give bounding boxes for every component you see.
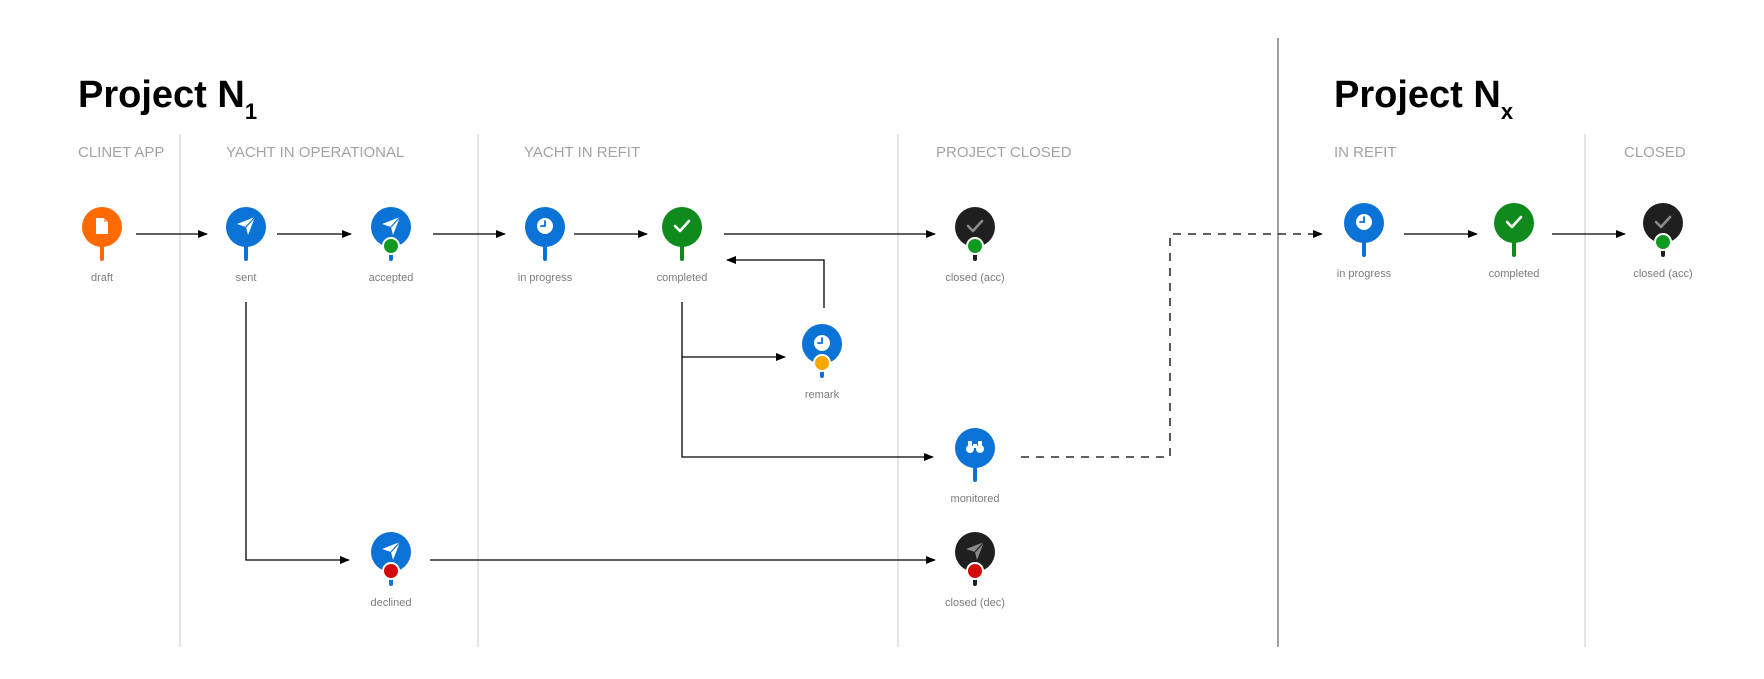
clock-icon [537,218,553,234]
node-in-progress-1[interactable]: in progress [518,207,573,284]
document-icon [96,218,108,234]
checkmark-icon [966,219,984,233]
node-label: declined [371,597,412,609]
node-declined[interactable]: declined [371,532,412,609]
node-accepted[interactable]: accepted [369,207,414,284]
node-label: in progress [518,272,573,284]
status-badge-red [966,562,984,580]
clock-icon [1356,214,1372,230]
checkmark-icon [673,219,691,233]
node-closed-acc-x[interactable]: closed (acc) [1633,203,1693,280]
node-label: closed (dec) [945,597,1005,609]
node-sent[interactable]: sent [226,207,266,284]
node-label: draft [91,272,113,284]
paper-plane-icon [382,216,401,235]
node-closed-dec[interactable]: closed (dec) [945,532,1005,609]
checkmark-icon [1654,215,1672,229]
node-label: accepted [369,272,414,284]
edge-monitored-to-in-progress-x [1021,230,1323,458]
status-badge-yellow [813,354,831,372]
project-title: Project N1 [78,74,257,124]
project-title-main: Project N [1334,74,1501,116]
column-separators [179,38,1586,647]
paper-plane-icon [237,216,256,235]
nodes: draft sent accepted declined in progress comp… [82,203,1693,609]
edge-completed-to-monitored [681,357,934,461]
edge-sent-to-declined [245,302,350,564]
node-label: in progress [1337,268,1392,280]
column-label-yacht-in-refit: YACHT IN REFIT [524,144,640,161]
node-label: remark [805,389,840,401]
node-in-progress-x[interactable]: in progress [1337,203,1392,280]
column-label-clinet-app: CLINET APP [78,144,164,161]
node-remark[interactable]: remark [802,324,842,401]
node-label: closed (acc) [1633,268,1692,280]
node-completed-1[interactable]: completed [657,207,708,284]
paper-plane-icon [382,541,401,560]
project-title-subscript: x [1501,99,1514,124]
checkmark-icon [1505,215,1523,229]
status-badge-green [1654,233,1672,251]
node-closed-acc-1[interactable]: closed (acc) [945,207,1005,284]
node-label: completed [657,272,708,284]
project-title-subscript: 1 [245,99,257,124]
edge-remark-to-completed [726,256,825,308]
column-label-in-refit: IN REFIT [1334,144,1397,161]
status-badge-red [382,562,400,580]
project-title-main: Project N [78,74,245,116]
node-label: completed [1489,268,1540,280]
node-monitored[interactable]: monitored [951,428,1000,505]
paper-plane-icon [966,541,985,560]
node-completed-x[interactable]: completed [1489,203,1540,280]
binoculars-icon [966,441,984,453]
column-label-closed: CLOSED [1624,144,1686,161]
status-badge-green [382,237,400,255]
node-label: sent [236,272,257,284]
edges [136,230,1626,564]
column-label-yacht-in-operational: YACHT IN OPERATIONAL [226,144,404,161]
clock-icon [814,335,830,351]
column-label-project-closed: PROJECT CLOSED [936,144,1072,161]
node-label: monitored [951,493,1000,505]
node-label: closed (acc) [945,272,1004,284]
status-badge-green [966,237,984,255]
edge-completed-to-remark [681,302,786,361]
project-title: Project Nx [1334,74,1514,124]
node-draft[interactable]: draft [82,207,122,284]
